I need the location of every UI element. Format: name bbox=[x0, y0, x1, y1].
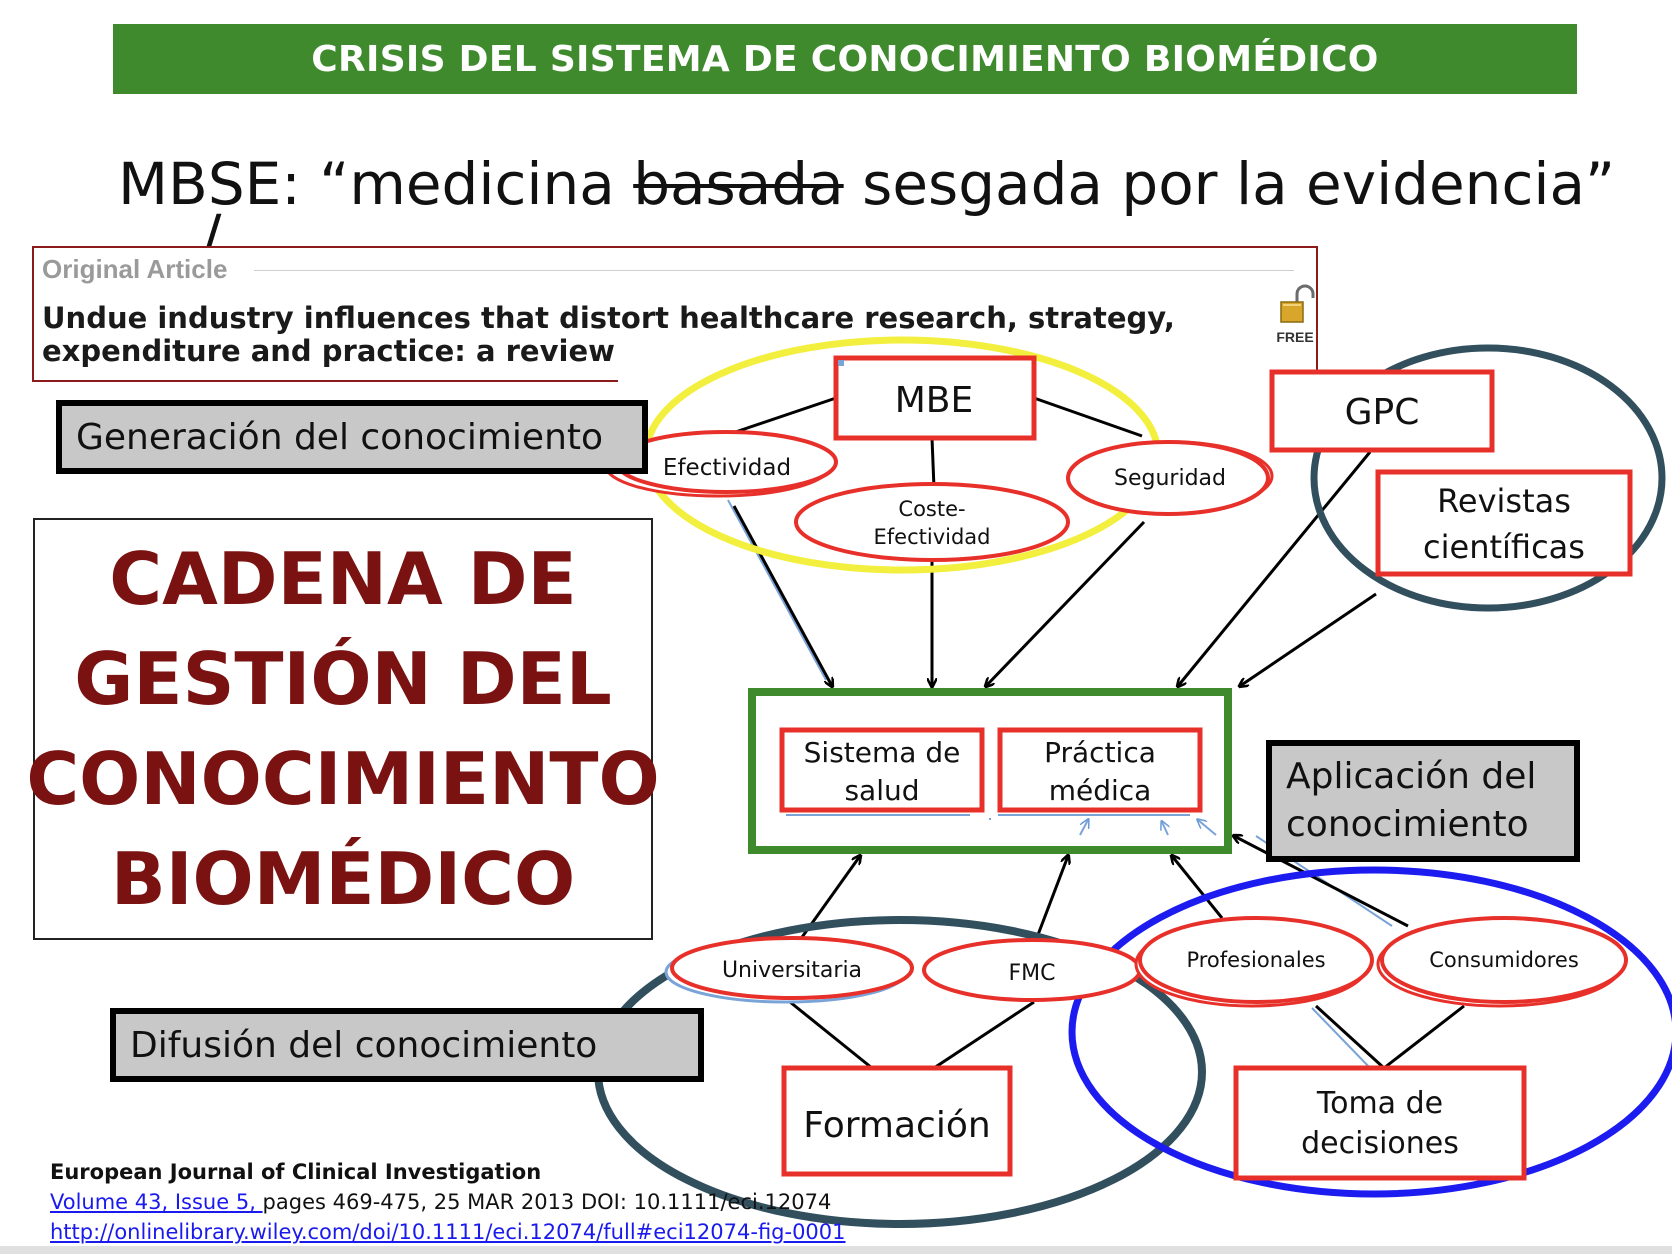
difusion-text: Difusión del conocimiento bbox=[130, 1024, 598, 1066]
oval-profesionales: Profesionales bbox=[1134, 916, 1374, 1008]
formacion-label: Formación bbox=[803, 1105, 990, 1146]
article-title-line2: expenditure and practice: a review bbox=[42, 334, 615, 368]
article-card: Original Article Undue industry influenc… bbox=[32, 246, 1318, 382]
connectors bbox=[711, 396, 1465, 1070]
node-formacion: Formación bbox=[781, 1065, 1013, 1177]
label-generacion: Generación del conocimiento bbox=[56, 400, 648, 474]
source-url-link[interactable]: http://onlinelibrary.wiley.com/doi/10.11… bbox=[50, 1220, 846, 1244]
citation-line: Volume 43, Issue 5, pages 469-475, 25 MA… bbox=[50, 1187, 846, 1217]
article-kicker-rule bbox=[254, 270, 1294, 271]
oval-consumidores: Consumidores bbox=[1376, 916, 1628, 1008]
efectividad-label: Efectividad bbox=[663, 455, 791, 481]
journal-name: European Journal of Clinical Investigati… bbox=[50, 1160, 542, 1184]
cadena-line4: BIOMÉDICO bbox=[110, 837, 576, 921]
free-access-badge: FREE bbox=[1270, 284, 1320, 345]
toma-label-line2: decisiones bbox=[1301, 1126, 1459, 1161]
citation-pages: pages 469-475, 25 MAR 2013 DOI: 10.1111/… bbox=[262, 1190, 832, 1214]
oval-seguridad: Seguridad bbox=[1066, 440, 1274, 516]
universitaria-label: Universitaria bbox=[722, 958, 862, 983]
gpc-group-oval bbox=[1310, 344, 1666, 612]
toma-label-line1: Toma de bbox=[1316, 1086, 1443, 1121]
oval-universitaria: Universitaria bbox=[664, 936, 914, 1004]
node-practica-medica: Práctica médica bbox=[997, 727, 1203, 813]
aplicacion-text-line2: conocimiento bbox=[1286, 804, 1529, 845]
profesionales-label: Profesionales bbox=[1186, 948, 1325, 972]
mbe-label: MBE bbox=[895, 380, 974, 421]
cadena-title: CADENA DE GESTIÓN DEL CONOCIMIENTO BIOMÉ… bbox=[26, 529, 659, 929]
header-banner: CRISIS DEL SISTEMA DE CONOCIMIENTO BIOMÉ… bbox=[113, 24, 1577, 94]
article-title: Undue industry influences that distort h… bbox=[42, 302, 1202, 368]
citation: European Journal of Clinical Investigati… bbox=[50, 1157, 846, 1247]
cadena-title-box: CADENA DE GESTIÓN DEL CONOCIMIENTO BIOMÉ… bbox=[26, 518, 660, 940]
node-gpc: GPC bbox=[1269, 369, 1495, 453]
cadena-line3: CONOCIMIENTO bbox=[26, 737, 660, 821]
headline-struck-word: basada bbox=[633, 150, 844, 218]
article-kicker: Original Article bbox=[42, 254, 228, 284]
fmc-label: FMC bbox=[1009, 961, 1056, 986]
headline-after-mark: SE: “medicina bbox=[207, 150, 634, 218]
article-title-line1: Undue industry influences that distort h… bbox=[42, 301, 1175, 335]
generacion-text: Generación del conocimiento bbox=[76, 416, 604, 458]
practica-label-line2: médica bbox=[1049, 774, 1152, 807]
coste-label-line1: Coste- bbox=[898, 497, 965, 521]
oval-coste-efectividad: Coste- Efectividad bbox=[794, 482, 1070, 562]
practica-label-line1: Práctica bbox=[1044, 736, 1156, 769]
seguridad-label: Seguridad bbox=[1114, 466, 1226, 491]
free-label: FREE bbox=[1276, 329, 1314, 345]
gpc-label: GPC bbox=[1345, 392, 1420, 433]
cadena-line2: GESTIÓN DEL bbox=[74, 637, 612, 721]
cadena-line1: CADENA DE bbox=[109, 537, 577, 621]
consumidores-label: Consumidores bbox=[1429, 948, 1579, 972]
headline-prefix: MB bbox=[118, 150, 208, 218]
sistema-label-line2: salud bbox=[844, 774, 919, 807]
node-mbe: MBE bbox=[833, 355, 1037, 441]
node-toma-decisiones: Toma de decisiones bbox=[1233, 1065, 1527, 1181]
label-difusion: Difusión del conocimiento bbox=[110, 1008, 704, 1082]
banner-title: CRISIS DEL SISTEMA DE CONOCIMIENTO BIOMÉ… bbox=[311, 38, 1379, 80]
sistema-label-line1: Sistema de bbox=[804, 736, 961, 769]
coste-label-line2: Efectividad bbox=[874, 525, 991, 549]
node-sistema-salud: Sistema de salud bbox=[779, 727, 985, 813]
label-aplicacion: Aplicación del conocimiento bbox=[1266, 740, 1580, 862]
article-underline bbox=[32, 380, 618, 382]
aplicacion-text-line1: Aplicación del bbox=[1286, 756, 1537, 797]
revistas-label-line1: Revistas bbox=[1437, 482, 1571, 520]
central-green-box bbox=[748, 688, 1232, 854]
headline-rest: sesgada por la evidencia” bbox=[843, 150, 1616, 218]
bottom-edge bbox=[0, 1246, 1672, 1254]
decision-group-oval bbox=[1068, 866, 1672, 1198]
unlock-icon bbox=[1280, 284, 1315, 323]
revistas-label-line2: científicas bbox=[1423, 528, 1585, 566]
volume-link[interactable]: Volume 43, Issue 5, bbox=[50, 1190, 263, 1214]
oval-efectividad: Efectividad bbox=[604, 430, 838, 498]
headline: MB/SE: “medicina basada sesgada por la e… bbox=[118, 150, 1618, 270]
node-revistas: Revistas científicas bbox=[1375, 469, 1633, 577]
oval-fmc: FMC bbox=[922, 938, 1142, 1002]
